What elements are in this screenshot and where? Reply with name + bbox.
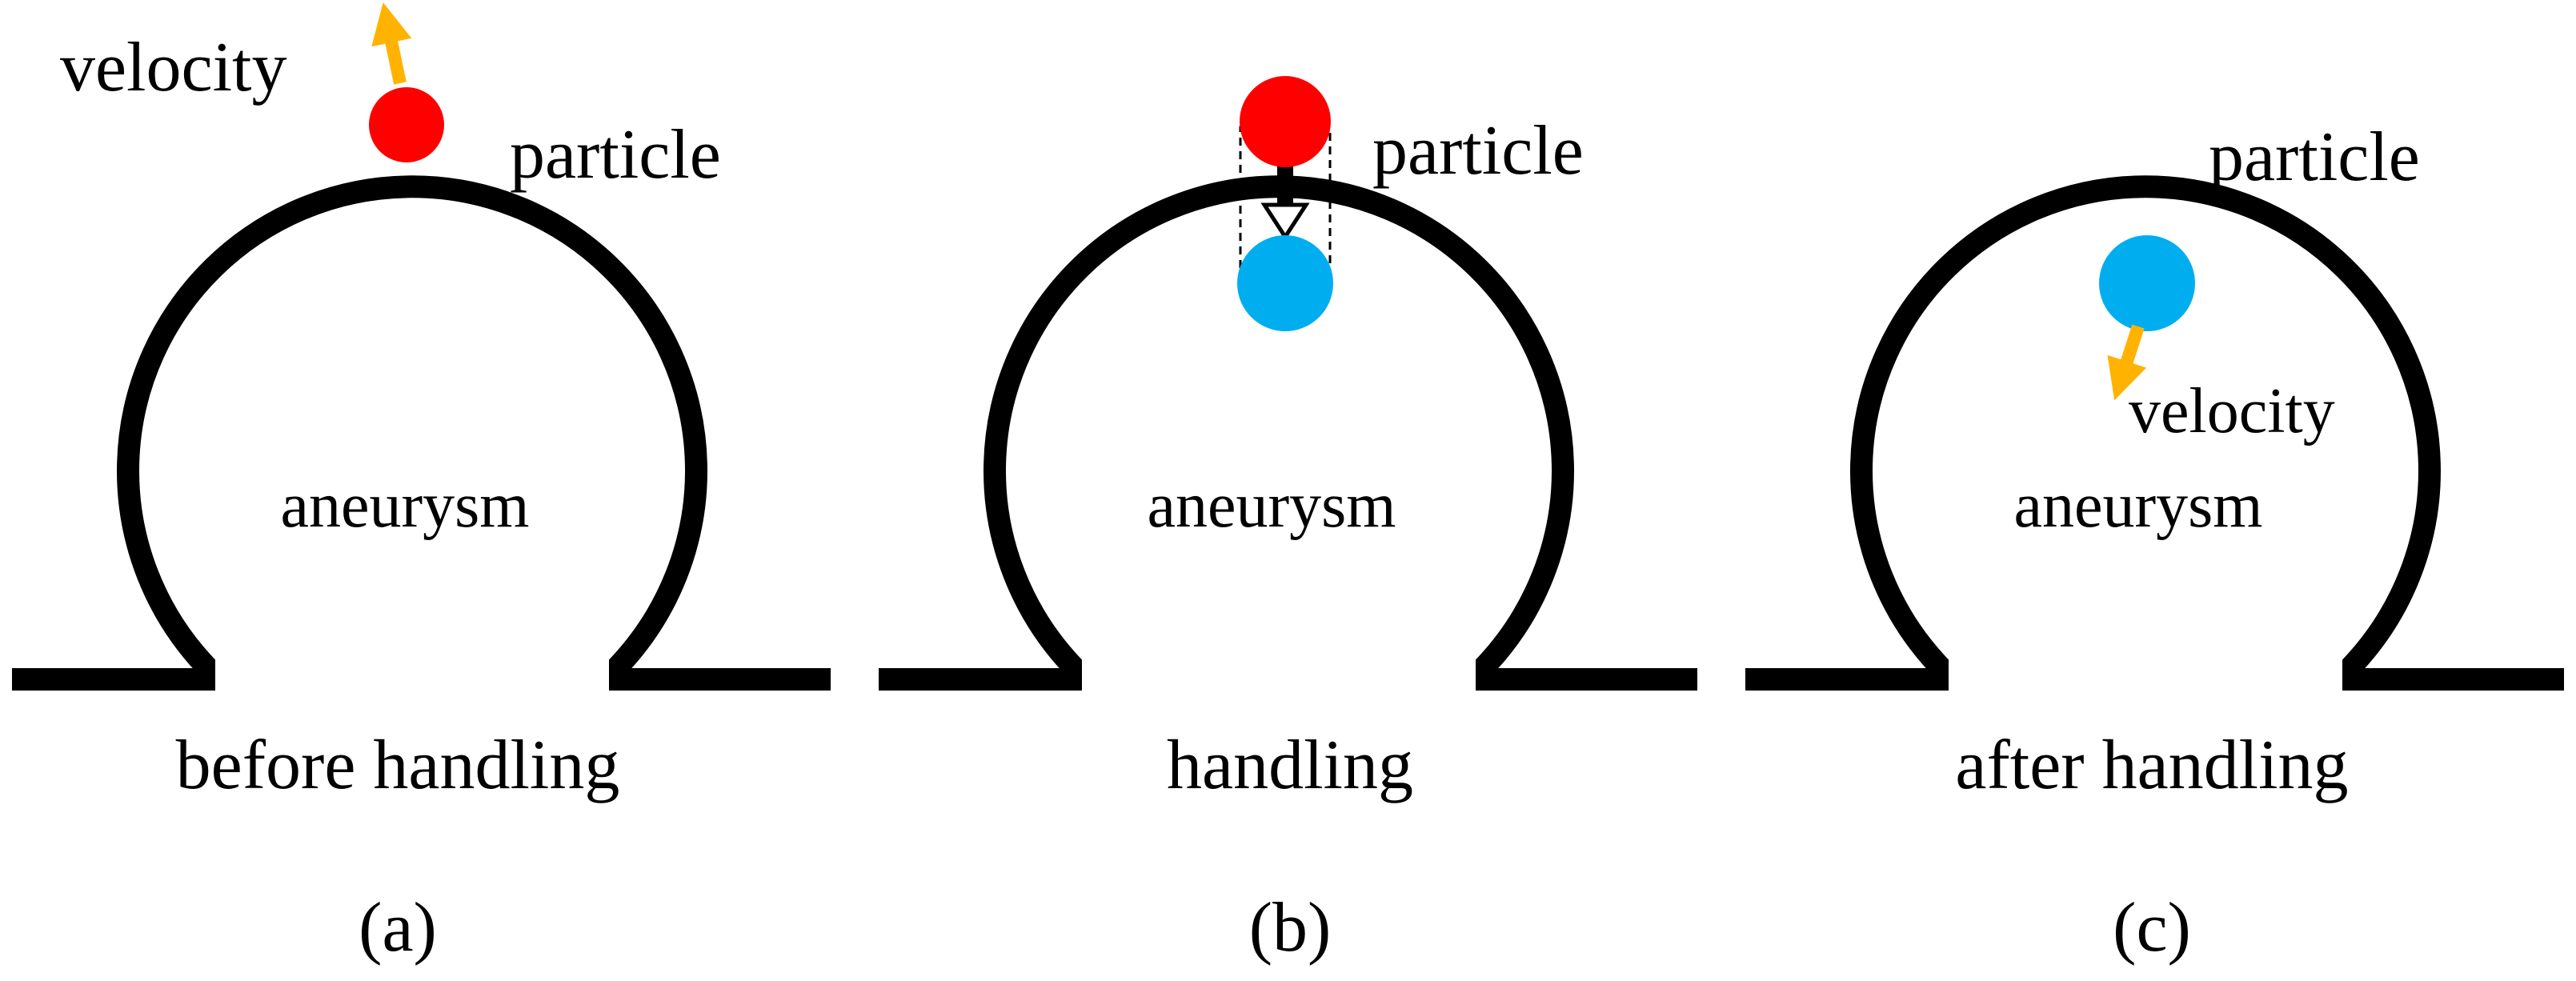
panel-a: velocity particle aneurysm before handli…	[12, 2, 831, 967]
aneurysm-label-b: aneurysm	[1147, 470, 1396, 541]
panel-tag-b: (b)	[1249, 889, 1332, 967]
velocity-arrow-a	[371, 2, 412, 85]
aneurysm-wall-c	[1745, 175, 2564, 691]
particle-label-c: particle	[2209, 118, 2420, 196]
displacement-shaft	[1277, 160, 1293, 205]
panel-b: particle aneurysm handling (b)	[879, 76, 1697, 967]
aneurysm-wall-a	[12, 175, 831, 691]
caption-b: handling	[1167, 727, 1413, 804]
aneurysm-label-c: aneurysm	[2013, 470, 2262, 541]
velocity-label-a: velocity	[60, 29, 286, 106]
particle-label-a: particle	[510, 116, 721, 194]
panel-tag-a: (a)	[359, 889, 437, 967]
panel-c: particle velocity aneurysm after handlin…	[1745, 118, 2564, 967]
velocity-label-c: velocity	[2129, 376, 2335, 446]
velocity-arrow-c	[2107, 324, 2147, 401]
particle-c	[2099, 235, 2195, 331]
aneurysm-label-a: aneurysm	[280, 470, 529, 541]
panel-tag-c: (c)	[2113, 889, 2191, 967]
caption-a: before handling	[176, 727, 620, 804]
particle-a	[369, 87, 444, 162]
caption-c: after handling	[1955, 727, 2348, 804]
particle-b-projected	[1237, 235, 1333, 331]
particle-b-original	[1240, 76, 1331, 167]
displacement-arrowhead	[1260, 202, 1310, 241]
particle-label-b: particle	[1372, 112, 1584, 190]
